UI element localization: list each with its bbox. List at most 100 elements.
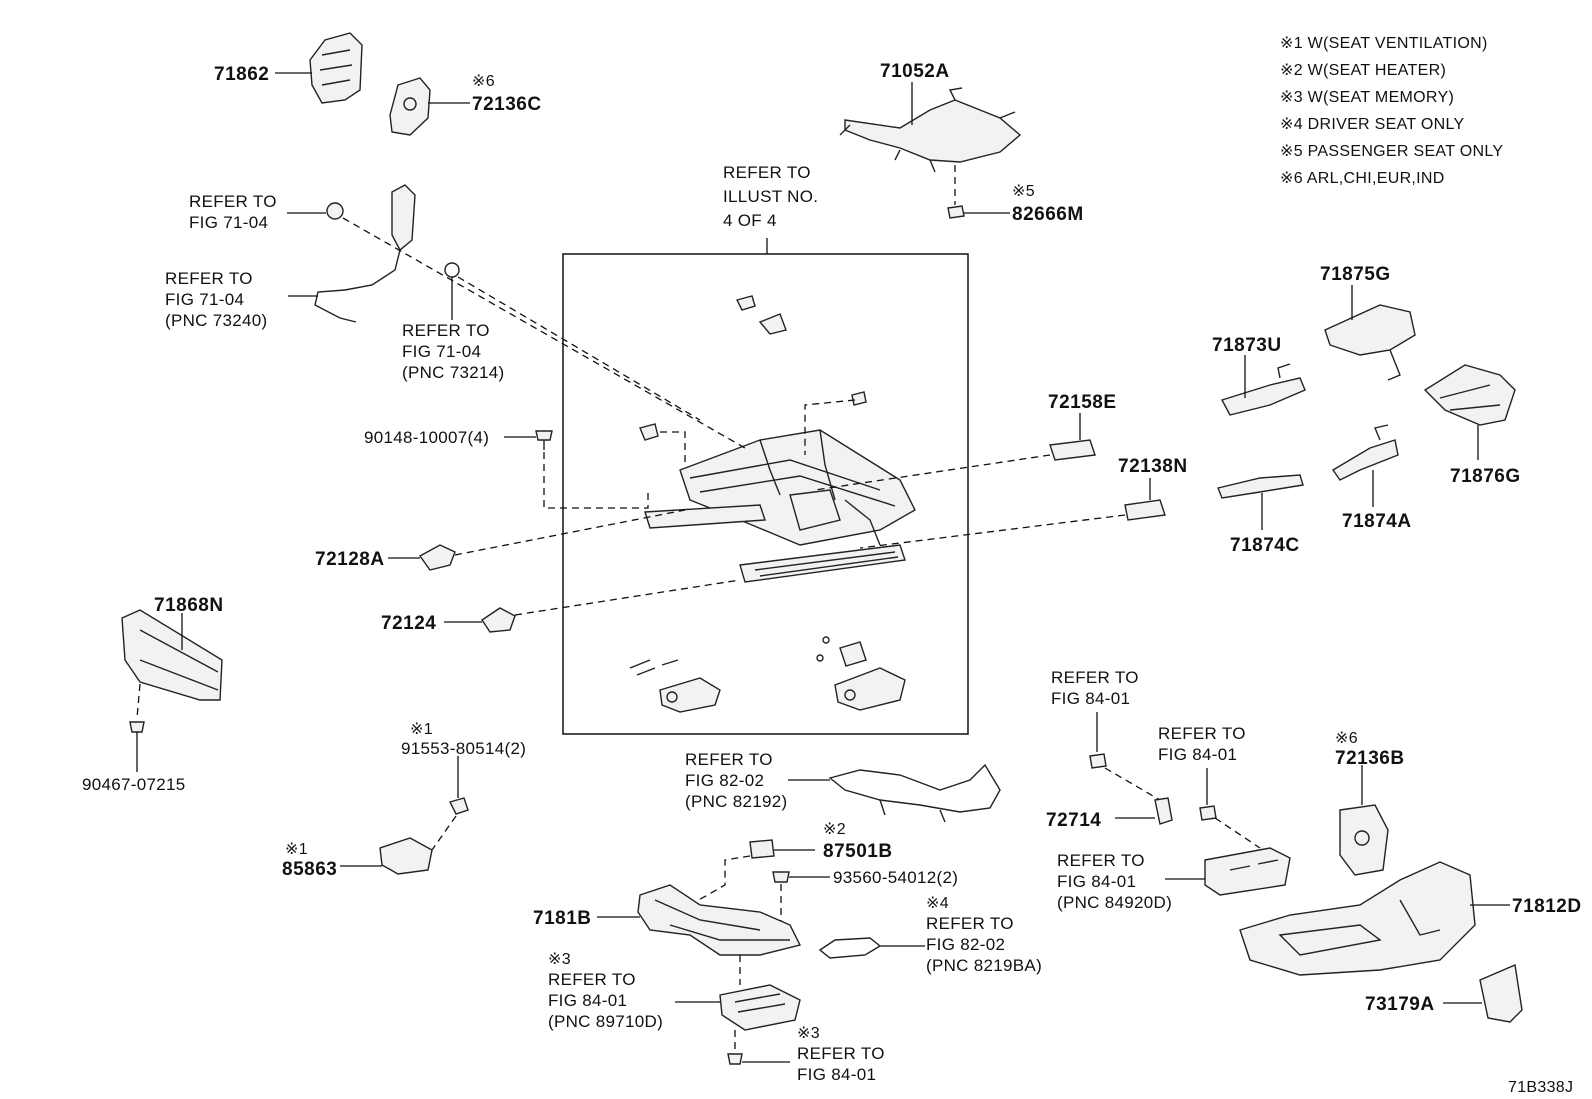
- ref-fig8202-a-line3: (PNC 82192): [685, 792, 788, 811]
- label-72128A: 72128A: [315, 549, 385, 570]
- part-71875G: 71875G: [1320, 264, 1416, 381]
- ref-fig8401-b-line1: REFER TO: [797, 1044, 885, 1063]
- part-wiring-8219BA: ※4 REFER TO FIG 82-02 (PNC 8219BA): [818, 895, 1042, 975]
- part-87501B: ※2 87501B: [689, 821, 893, 906]
- part-71876G: 71876G: [1423, 364, 1521, 487]
- label-85863-mark: ※1: [285, 841, 308, 858]
- part-73179A: 73179A: [1365, 964, 1523, 1023]
- seat-frame-drawing: [629, 295, 916, 713]
- label-91553-mark: ※1: [410, 721, 433, 738]
- part-72128A: 72128A: [315, 509, 686, 571]
- ref-fig8202-b-line3: (PNC 8219BA): [926, 956, 1042, 975]
- part-72714: REFER TO FIG 84-01 72714: [1046, 668, 1173, 831]
- part-71874A: 71874A: [1331, 424, 1412, 532]
- ref-fig8401-e-line2: FIG 84-01: [1057, 872, 1136, 891]
- ref-fig8202-b-mark: ※4: [926, 895, 949, 912]
- ref-fig8401-e-line1: REFER TO: [1057, 851, 1145, 870]
- part-71868N: 71868N 90467-07215: [82, 595, 224, 794]
- part-72136B: ※6 72136B: [1335, 730, 1405, 876]
- part-72138N: 72138N: [859, 456, 1188, 549]
- ref-fig8401-a-mark: ※3: [548, 951, 571, 968]
- part-85863: ※1 91553-80514(2) ※1 85863: [282, 721, 526, 880]
- ref-fig8401-c-line2: FIG 84-01: [1051, 689, 1130, 708]
- label-72714: 72714: [1046, 810, 1101, 831]
- ref-fig8401-d-line2: FIG 84-01: [1158, 745, 1237, 764]
- part-71812D: 71812D: [1239, 861, 1582, 976]
- ref-fig8401-e-line3: (PNC 84920D): [1057, 893, 1172, 912]
- label-72136B-mark: ※6: [1335, 730, 1358, 747]
- label-71874C: 71874C: [1230, 535, 1300, 556]
- ref-fig8401-a-line1: REFER TO: [548, 970, 636, 989]
- label-71876G: 71876G: [1450, 466, 1521, 487]
- label-7181B: 7181B: [533, 908, 592, 929]
- label-82666M: 82666M: [1012, 204, 1084, 225]
- ref-fig7104-b-line2: FIG 71-04: [165, 290, 244, 309]
- label-71874A: 71874A: [1342, 511, 1412, 532]
- ref-illust-line3: 4 OF 4: [723, 211, 777, 230]
- ref-fig7104-c-line1: REFER TO: [402, 321, 490, 340]
- label-72158E: 72158E: [1048, 392, 1117, 413]
- label-87501B: 87501B: [823, 841, 893, 862]
- label-82666M-mark: ※5: [1012, 183, 1035, 200]
- ref-fig7104-c-line2: FIG 71-04: [402, 342, 481, 361]
- ref-fig8401-b-line2: FIG 84-01: [797, 1065, 876, 1084]
- part-90148-bolt: 90148-10007(4): [364, 428, 649, 509]
- label-71873U: 71873U: [1212, 335, 1282, 356]
- ref-fig8401-c-line1: REFER TO: [1051, 668, 1139, 687]
- label-72136C-mark: ※6: [472, 73, 495, 90]
- label-85863: 85863: [282, 859, 337, 880]
- label-71052A: 71052A: [880, 61, 950, 82]
- ref-illust-line2: ILLUST NO.: [723, 187, 818, 206]
- label-72124: 72124: [381, 613, 436, 634]
- part-cable-assembly: [287, 184, 746, 449]
- part-71862: 71862: [214, 32, 363, 104]
- part-switch-84920D: REFER TO FIG 84-01 REFER TO FIG 84-01 (P…: [1057, 724, 1291, 912]
- ref-fig8202-b-line1: REFER TO: [926, 914, 1014, 933]
- ref-fig7104-c-line3: (PNC 73214): [402, 363, 505, 382]
- label-71868N: 71868N: [154, 595, 224, 616]
- label-73179A: 73179A: [1365, 994, 1435, 1015]
- ref-fig7104-a-line2: FIG 71-04: [189, 213, 268, 232]
- legend-item-1: ※1 W(SEAT VENTILATION): [1280, 35, 1488, 52]
- label-93560: 93560-54012(2): [833, 868, 958, 887]
- legend-item-2: ※2 W(SEAT HEATER): [1280, 62, 1446, 79]
- label-91553: 91553-80514(2): [401, 739, 526, 758]
- ref-fig8401-b-mark: ※3: [797, 1025, 820, 1042]
- label-72138N: 72138N: [1118, 456, 1188, 477]
- ref-fig8401-a-line3: (PNC 89710D): [548, 1012, 663, 1031]
- part-72124: 72124: [381, 579, 741, 634]
- ref-fig7104-a-line1: REFER TO: [189, 192, 277, 211]
- ref-fig7104-b-line1: REFER TO: [165, 269, 253, 288]
- label-87501B-mark: ※2: [823, 821, 846, 838]
- legend-item-3: ※3 W(SEAT MEMORY): [1280, 89, 1454, 106]
- part-71874C: 71874C: [1217, 474, 1304, 556]
- ref-fig7104-b-line3: (PNC 73240): [165, 311, 268, 330]
- label-90467: 90467-07215: [82, 775, 186, 794]
- ref-fig8401-d-line1: REFER TO: [1158, 724, 1246, 743]
- label-90148: 90148-10007(4): [364, 428, 489, 447]
- legend-item-4: ※4 DRIVER SEAT ONLY: [1280, 116, 1465, 133]
- ref-fig8202-b-line2: FIG 82-02: [926, 935, 1005, 954]
- label-72136B: 72136B: [1335, 748, 1405, 769]
- seat-track-assembly-box: REFER TO ILLUST NO. 4 OF 4: [562, 163, 969, 735]
- figure-code: 71B338J: [1508, 1079, 1573, 1096]
- part-72158E: 72158E: [814, 392, 1117, 491]
- legend-item-5: ※5 PASSENGER SEAT ONLY: [1280, 143, 1503, 160]
- part-ecu-89710D: ※3 REFER TO FIG 84-01 (PNC 89710D) ※3 RE…: [548, 951, 885, 1084]
- part-72136C: ※6 72136C: [389, 73, 542, 136]
- illust-frame: [562, 253, 969, 735]
- label-72136C: 72136C: [472, 94, 542, 115]
- label-71812D: 71812D: [1512, 896, 1582, 917]
- ref-fig8202-a-line2: FIG 82-02: [685, 771, 764, 790]
- label-71862: 71862: [214, 64, 269, 85]
- ref-illust-line1: REFER TO: [723, 163, 811, 182]
- part-7181B: 7181B: [533, 884, 802, 985]
- part-93560-bolt: 93560-54012(2): [772, 868, 958, 925]
- part-71873U: 71873U: [1212, 335, 1306, 416]
- part-wiring-82192: REFER TO FIG 82-02 (PNC 82192): [685, 750, 1001, 823]
- part-71052A: 71052A ※5 82666M: [839, 61, 1084, 225]
- ref-fig8202-a-line1: REFER TO: [685, 750, 773, 769]
- ref-fig8401-a-line2: FIG 84-01: [548, 991, 627, 1010]
- legend: ※1 W(SEAT VENTILATION) ※2 W(SEAT HEATER)…: [1280, 35, 1503, 187]
